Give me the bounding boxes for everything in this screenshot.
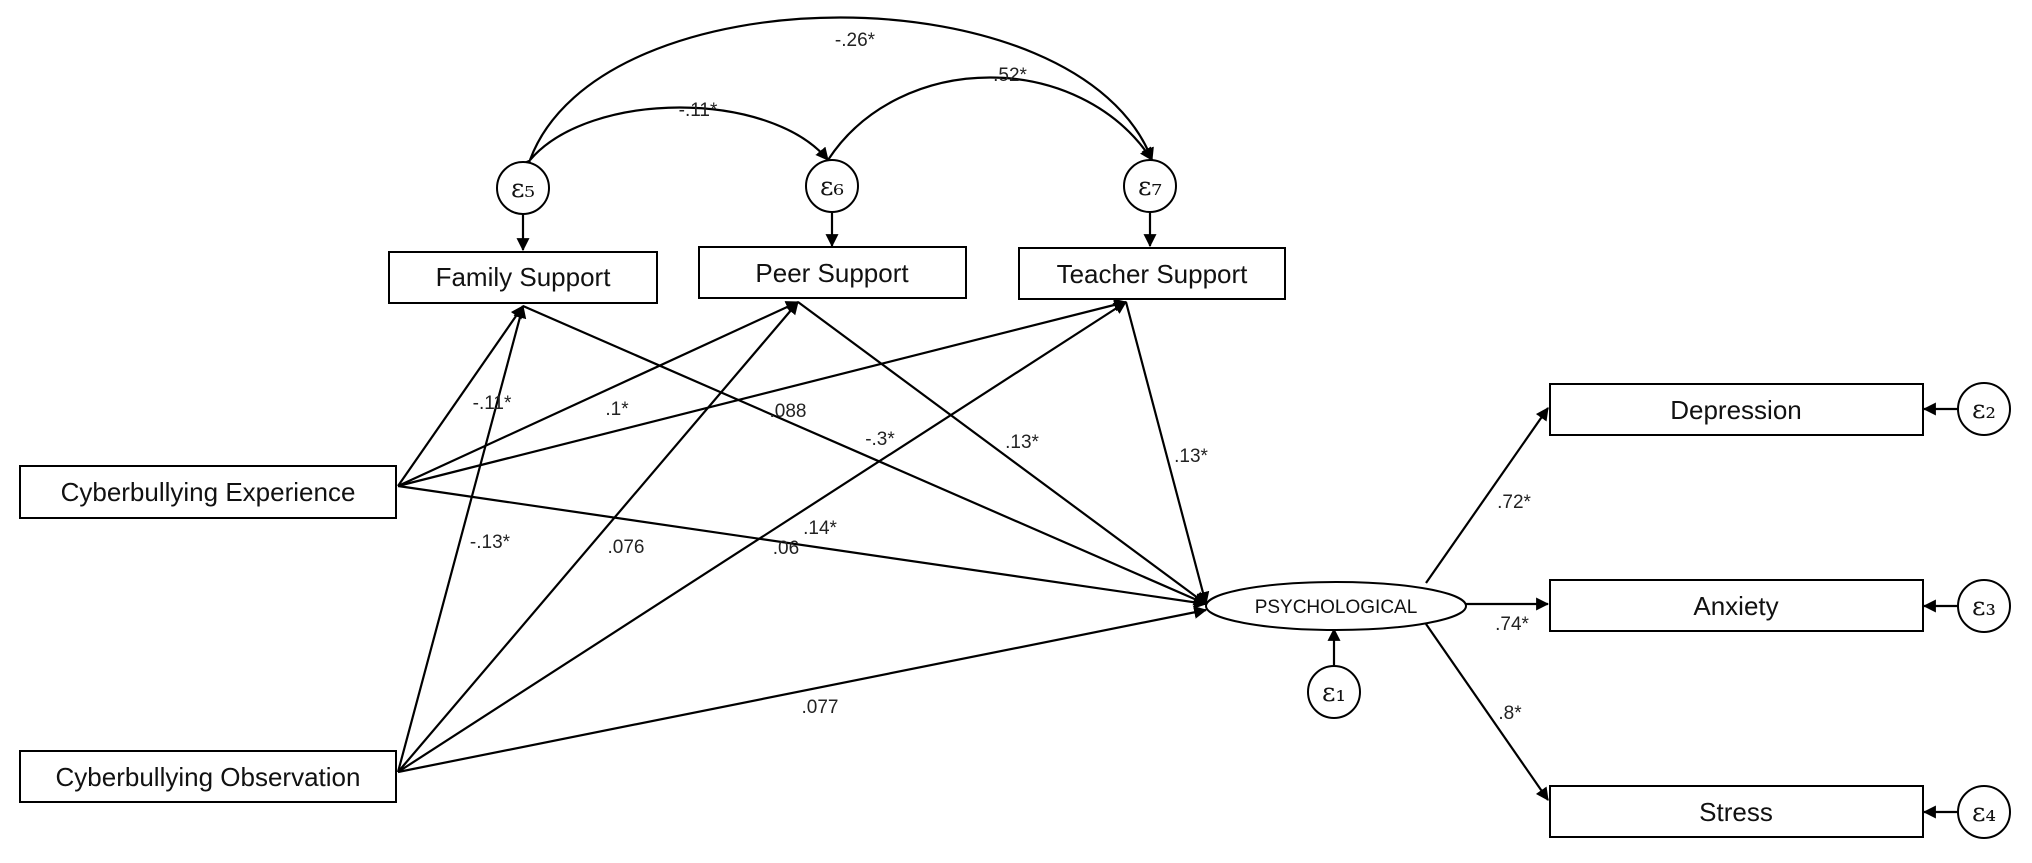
coef-cov-e6-e7: .52* bbox=[993, 65, 1027, 86]
error-e7-label: ε₇ bbox=[1138, 172, 1162, 202]
coef-obs-peer: .076 bbox=[608, 537, 645, 558]
family-support-label: Family Support bbox=[436, 262, 612, 292]
error-e4: ε₄ bbox=[1957, 785, 2011, 839]
stress-label: Stress bbox=[1699, 797, 1773, 827]
coef-exp-peer: .1* bbox=[605, 399, 629, 420]
error-e1-label: ε₁ bbox=[1322, 678, 1346, 708]
peer-support-label: Peer Support bbox=[755, 258, 909, 288]
coef-exp-teacher: .14* bbox=[803, 518, 837, 539]
path-exp-psych bbox=[397, 484, 1208, 609]
error-e2: ε₂ bbox=[1957, 382, 2011, 436]
path-exp-family bbox=[397, 305, 524, 487]
error-e2-label: ε₂ bbox=[1972, 395, 1996, 425]
coef-psych-depression: .72* bbox=[1497, 492, 1531, 513]
psychological-label: PSYCHOLOGICAL bbox=[1255, 597, 1418, 618]
path-exp-teacher bbox=[397, 298, 1128, 488]
cyberbullying-observation-label: Cyberbullying Observation bbox=[56, 762, 361, 792]
error-e6: ε₆ bbox=[805, 159, 859, 213]
coef-exp-psych: .06 bbox=[773, 538, 799, 559]
error-e4-label: ε₄ bbox=[1972, 798, 1996, 828]
coef-cov-e5-e6: -.11* bbox=[679, 100, 718, 121]
covariance-e5-e6 bbox=[517, 106, 829, 174]
node-anxiety: Anxiety bbox=[1549, 579, 1924, 632]
coef-obs-family: -.13* bbox=[470, 532, 511, 553]
path-obs-teacher bbox=[397, 301, 1127, 773]
error-e3: ε₃ bbox=[1957, 579, 2011, 633]
path-teacher-psych bbox=[1124, 301, 1210, 606]
coef-psych-stress: .8* bbox=[1498, 703, 1522, 724]
covariance-e6-e7 bbox=[816, 76, 1153, 174]
node-family-support: Family Support bbox=[388, 251, 658, 304]
error-e1: ε₁ bbox=[1307, 665, 1361, 719]
coef-obs-psych: .077 bbox=[802, 697, 839, 718]
path-psych-stress bbox=[1425, 623, 1549, 801]
node-depression: Depression bbox=[1549, 383, 1924, 436]
node-psychological: PSYCHOLOGICAL bbox=[1205, 581, 1467, 631]
coef-teacher-psych: .13* bbox=[1174, 446, 1208, 467]
path-obs-family bbox=[396, 304, 527, 773]
error-e5-label: ε₅ bbox=[511, 174, 535, 204]
node-teacher-support: Teacher Support bbox=[1018, 247, 1286, 300]
node-cyberbullying-observation: Cyberbullying Observation bbox=[19, 750, 397, 803]
node-stress: Stress bbox=[1549, 785, 1924, 838]
cyberbullying-experience-label: Cyberbullying Experience bbox=[61, 477, 356, 507]
anxiety-label: Anxiety bbox=[1693, 591, 1778, 621]
teacher-support-label: Teacher Support bbox=[1057, 259, 1249, 289]
coef-cov-e5-e7: -.26* bbox=[835, 30, 876, 51]
depression-label: Depression bbox=[1670, 395, 1802, 425]
coef-family-psych: .088 bbox=[770, 401, 807, 422]
path-obs-peer bbox=[397, 301, 799, 773]
error-e5: ε₅ bbox=[496, 161, 550, 215]
path-obs-psych bbox=[397, 605, 1208, 774]
covariance-e5-e7 bbox=[519, 16, 1154, 174]
path-family-psych bbox=[522, 304, 1207, 606]
coef-psych-anxiety: .74* bbox=[1495, 614, 1529, 635]
error-e3-label: ε₃ bbox=[1972, 592, 1996, 622]
path-psych-depression bbox=[1425, 407, 1549, 584]
path-peer-psych bbox=[797, 301, 1207, 605]
coef-exp-family: -.11* bbox=[473, 393, 512, 414]
error-e6-label: ε₆ bbox=[820, 172, 844, 202]
node-cyberbullying-experience: Cyberbullying Experience bbox=[19, 465, 397, 519]
coef-peer-psych-b: .13* bbox=[1005, 432, 1039, 453]
coef-peer-psych-a: -.3* bbox=[865, 429, 895, 450]
path-exp-peer bbox=[397, 301, 799, 487]
error-e7: ε₇ bbox=[1123, 159, 1177, 213]
node-peer-support: Peer Support bbox=[698, 246, 967, 299]
